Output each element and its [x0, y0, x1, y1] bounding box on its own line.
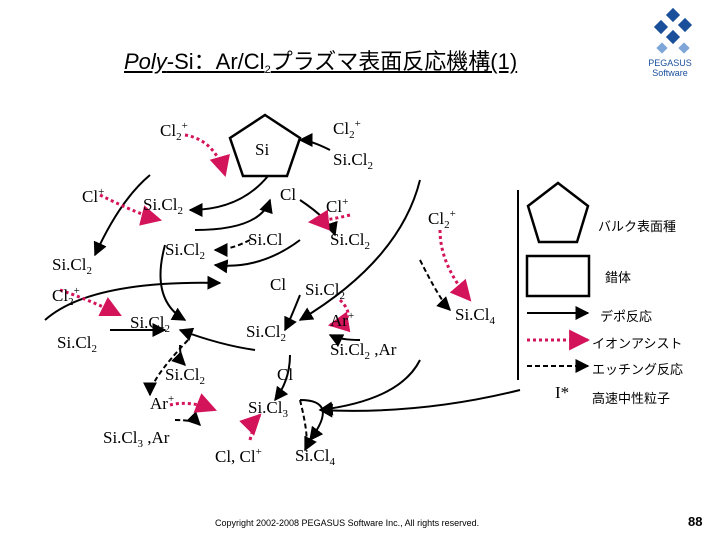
label-cl2p-right: Cl2+ [428, 208, 456, 231]
arrow-etch-1 [143, 339, 189, 397]
label-arp-mid: Ar+ [330, 310, 355, 330]
legend-bulk-label: バルク表面種 [598, 219, 677, 234]
arrow-ion-3 [59, 288, 122, 317]
arrow-ion-8 [307, 209, 351, 231]
label-sicl4-bottom: Si.Cl4 [295, 446, 335, 468]
legend-neutral-label: 高速中性粒子 [592, 391, 671, 406]
label-arp-low: Ar+ [150, 393, 175, 413]
logo-text-software: Software [652, 68, 688, 78]
label-sicl2-top: Si.Cl2 [333, 150, 373, 172]
label-sicl2-ar: Si.Cl2 ,Ar [330, 340, 397, 362]
arrow-depo-4 [213, 239, 301, 274]
arrow-ion-4 [327, 298, 351, 333]
arrow-ion-2 [99, 193, 163, 226]
label-sicl3-ar: Si.Cl3 ,Ar [103, 428, 170, 450]
label-cl2p-top: Cl2+ [333, 118, 361, 141]
logo-text-pegasus: PEGASUS [648, 58, 692, 68]
legend-depo-label: デポ反応 [600, 309, 653, 324]
arrow-etch-4 [213, 239, 251, 257]
label-sicl2-box1: Si.Cl2 [130, 313, 170, 335]
label-cl-low: Cl [277, 365, 294, 384]
arrow-ion-6 [169, 393, 217, 413]
arrow-depo-11 [298, 133, 331, 151]
arrow-depo-2 [194, 198, 273, 231]
arrow-ion-7 [239, 413, 262, 441]
label-sicl3: Si.Cl3 [248, 398, 288, 420]
label-clp-left: Cl+ [82, 186, 105, 206]
arrow-depo-15 [328, 334, 361, 347]
arrow-etch-2 [299, 399, 317, 452]
legend-complex-label: 錯体 [605, 270, 632, 285]
legend-box [525, 254, 591, 298]
label-sicl2-right: Si.Cl2 [330, 230, 370, 252]
label-sicl: Si.Cl [248, 230, 283, 249]
arrow-depo-7 [178, 327, 256, 351]
label-sicl2-far: Si.Cl2 [57, 333, 97, 355]
label-sicl2-inner: Si.Cl2 [165, 240, 205, 262]
copyright-footer: Copyright 2002-2008 PEGASUS Software Inc… [215, 518, 480, 528]
arrow-depo-6 [284, 294, 301, 332]
page-number: 88 [688, 514, 703, 529]
label-sicl2-left: Si.Cl2 [52, 255, 92, 277]
label-cl-center: Cl [280, 185, 297, 204]
arrow-etch-3 [419, 259, 451, 311]
arrow-ion-1 [184, 133, 230, 178]
legend-ion-label: イオンアシスト [592, 336, 683, 351]
label-sicl4-right: Si.Cl4 [455, 305, 495, 327]
arrow-depo-1 [188, 175, 269, 217]
label-clp-center: Cl+ [326, 196, 349, 216]
label-si: Si [255, 140, 270, 159]
arrow-depo-17 [318, 389, 521, 418]
label-sicl2-box2: Si.Cl2 [246, 322, 286, 344]
label-sicl2-low: Si.Cl2 [165, 365, 205, 387]
page-title: Poly-Si：Ar/Cl2プラズマ表面反応機構(1) [124, 49, 518, 76]
arrow-ion-5 [438, 229, 472, 302]
arrow-depo-5 [159, 244, 187, 321]
label-cl-clp: Cl, Cl+ [215, 446, 262, 466]
label-cl2p-left2: Cl2+ [52, 285, 80, 308]
legend-etch-label: エッチング反応 [592, 362, 684, 377]
logo-icon [653, 7, 693, 54]
arrow-depo-12 [93, 174, 151, 257]
label-cl2p-top-left: Cl2+ [160, 120, 188, 143]
pegasus-logo: PEGASUS Software [640, 4, 716, 80]
label-sicl2-mid2: Si.Cl2 [305, 280, 345, 302]
arrow-etch-5 [174, 411, 201, 426]
arrow-depo-16 [44, 275, 222, 321]
arrow-depo-14 [318, 359, 421, 416]
legend-pentagon [526, 181, 590, 244]
arrow-depo-18 [298, 179, 421, 321]
label-sicl2-mid: Si.Cl2 [143, 195, 183, 217]
legend-istar-label: I* [555, 383, 570, 402]
arrow-depo-9 [274, 354, 291, 402]
label-cl-mid: Cl [270, 275, 287, 294]
si-pentagon [228, 113, 302, 178]
